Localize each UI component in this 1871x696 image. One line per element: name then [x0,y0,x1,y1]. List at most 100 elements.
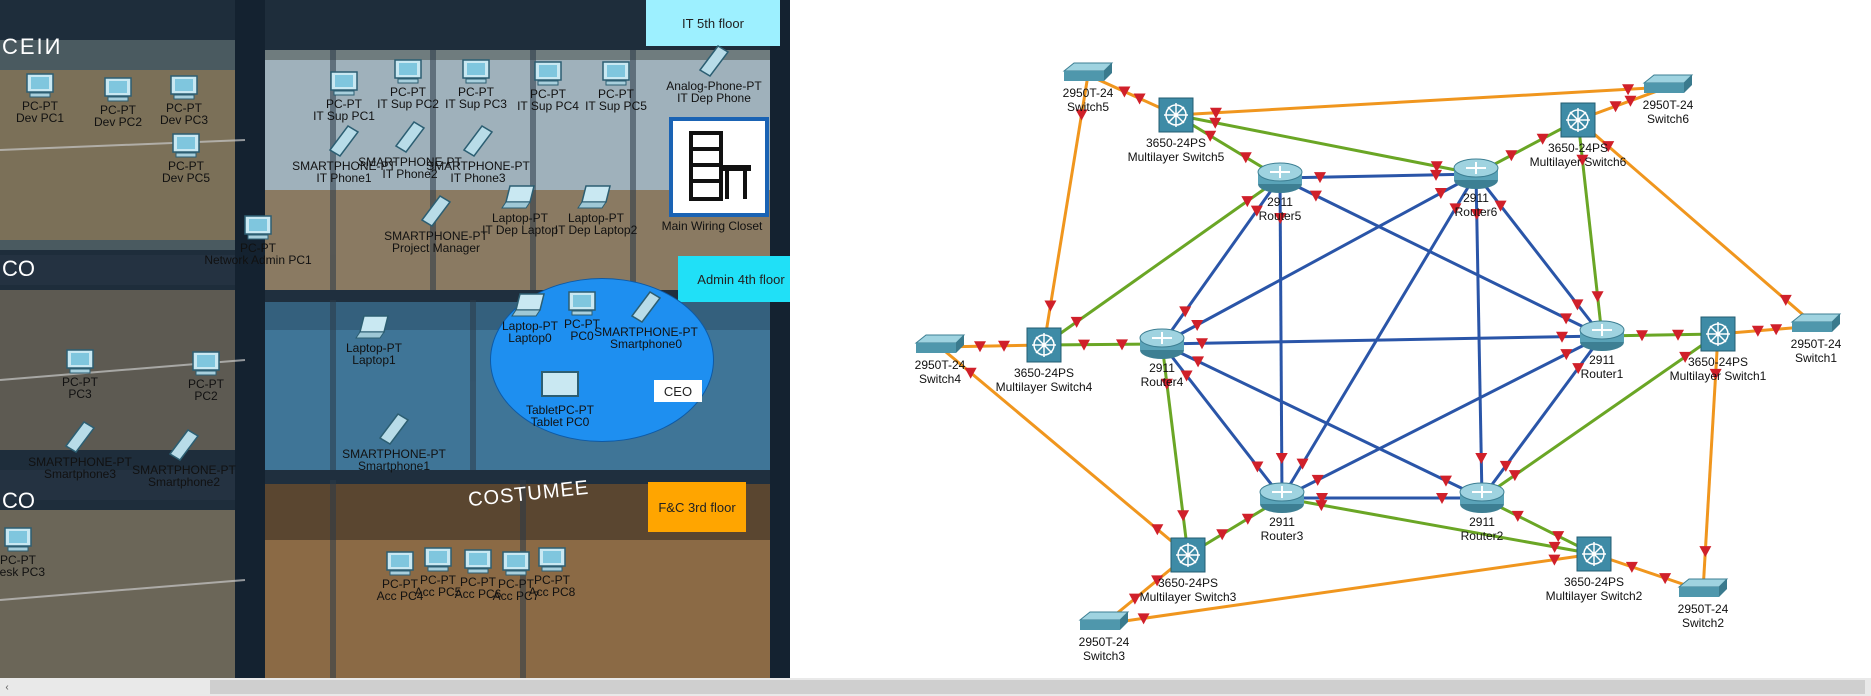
switch-name-label: Switch5 [1067,100,1109,114]
ceo-label[interactable]: CEO [654,380,702,402]
link-status-down-triangle-icon [1160,378,1173,390]
device-type-label: PC-PT [100,103,137,117]
link-status-down-triangle-icon [1436,493,1448,504]
link-R4-R3[interactable] [1160,343,1284,499]
switch-name-label: Switch2 [1682,616,1724,630]
fc-3rd-floor-label[interactable]: F&C 3rd floor [648,482,746,532]
link-status-down-triangle-icon [1635,330,1648,342]
logical-workspace[interactable]: IT 5th floor Admin 4th floor F&C 3rd flo… [0,0,1871,678]
admin-4th-floor-label[interactable]: Admin 4th floor [678,256,790,302]
link-SW6-MLS5[interactable] [1175,85,1669,117]
link-R5-R4[interactable] [1160,177,1282,345]
link-MLS5-R6[interactable] [1175,113,1477,176]
link-status-down-triangle-icon [1251,461,1264,473]
smartphone-icon [64,421,96,453]
link-R4-R1[interactable] [1161,334,1603,346]
link-R5-R1[interactable] [1279,176,1603,338]
horizontal-scrollbar[interactable]: ‹ [0,678,1871,696]
link-SW1-MLS6[interactable] [1577,118,1817,328]
device-name-label: IT Sup PC4 [517,99,579,113]
link-R5-R6[interactable] [1279,172,1477,180]
link-status-down-triangle-icon [1571,299,1584,311]
scroll-left-arrow-icon[interactable]: ‹ [5,681,9,693]
link-SW5-MLS4[interactable] [1042,74,1090,346]
link-status-down-triangle-icon [1430,169,1443,181]
link-status-down-triangle-icon [1659,573,1672,585]
link-R1-R2[interactable] [1480,335,1604,499]
scrollbar-thumb[interactable] [210,680,1865,694]
link-R5-R3[interactable] [1278,177,1284,499]
mls-model-label: 3650-24PS [1158,576,1218,590]
link-status-down-triangle-icon [998,340,1011,352]
link-R6-R4[interactable] [1161,172,1477,346]
it-5th-floor-label[interactable]: IT 5th floor [646,0,780,46]
link-SW3-MLS2[interactable] [1103,552,1595,626]
link-status-down-triangle-icon [1494,200,1507,212]
link-R6-R2[interactable] [1474,173,1484,499]
main-wiring-closet-icon[interactable] [669,117,769,217]
link-R6-R3[interactable] [1280,173,1478,499]
link-R6-R1[interactable] [1474,173,1604,337]
link-R3-R1[interactable] [1281,334,1603,500]
link-MLS4-R5[interactable] [1043,176,1281,347]
link-status-down-triangle-icon [1311,474,1324,486]
link-SW4-MLS3[interactable] [939,345,1189,557]
link-status-down-triangle-icon [1625,561,1638,573]
link-MLS1-R2[interactable] [1481,332,1719,500]
link-MLS2-R3[interactable] [1281,496,1595,556]
link-R4-R2[interactable] [1161,342,1483,500]
fc-pc-5[interactable]: PC-PTDesk PC3 [0,527,45,579]
